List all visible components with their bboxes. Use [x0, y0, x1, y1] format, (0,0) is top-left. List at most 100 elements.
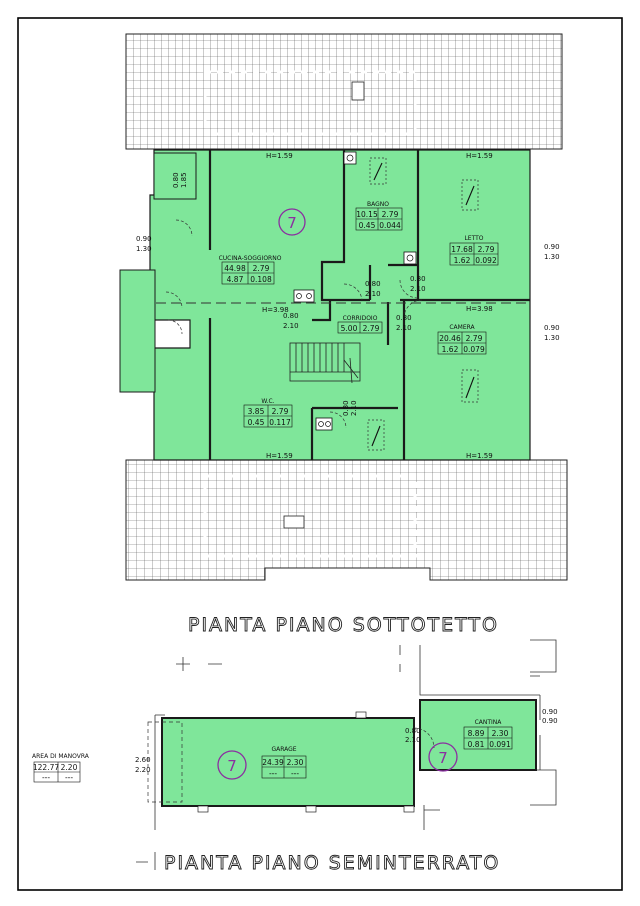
svg-text:---: --- [65, 773, 73, 782]
garage-door-dash [147, 721, 183, 803]
svg-text:BAGNO: BAGNO [367, 201, 389, 208]
svg-text:GARAGE: GARAGE [271, 746, 296, 753]
window-letto-bot: 1.30 [544, 253, 560, 261]
svg-text:122.77: 122.77 [33, 763, 59, 772]
svg-text:W.C.: W.C. [261, 398, 274, 405]
svg-text:7: 7 [227, 757, 237, 775]
room-label-bagno: BAGNO 10.15 2.79 0.45 0.044 [355, 201, 403, 231]
window-letto-top: 0.90 [544, 243, 560, 251]
room-label-corridoio: CORRIDOIO 5.00 2.79 [337, 315, 383, 334]
small-terrace [153, 152, 197, 200]
cantina-window-bot: 0.90 [542, 717, 558, 725]
svg-text:LETTO: LETTO [464, 235, 483, 242]
skylight-camera-icon [461, 369, 479, 403]
svg-text:4.87: 4.87 [227, 275, 244, 284]
svg-text:---: --- [291, 769, 299, 778]
zone-marker-cantina: 7 [428, 742, 458, 772]
svg-text:24.39: 24.39 [262, 758, 284, 767]
chimney-bottom [283, 515, 305, 529]
svg-text:---: --- [269, 769, 277, 778]
door-bagno-bot: 2.10 [365, 290, 381, 298]
svg-text:1.62: 1.62 [454, 256, 471, 265]
height-top-left: H=1.59 [266, 152, 293, 160]
svg-text:20.46: 20.46 [439, 334, 461, 343]
svg-text:0.079: 0.079 [463, 345, 485, 354]
title-lower-floor: PIANTA PIANO SEMINTERRATO [164, 852, 500, 874]
kitchen-stove-icon [293, 289, 315, 303]
upper-floor-area [149, 149, 531, 461]
svg-text:7: 7 [438, 749, 448, 767]
svg-text:0.45: 0.45 [359, 221, 376, 230]
room-label-letto: LETTO 17.68 2.79 1.62 0.092 [449, 235, 499, 266]
chimney-top [351, 81, 365, 101]
roof-top [125, 33, 563, 150]
roof-top-outline-dash [203, 70, 417, 136]
cantina-door-swing [413, 727, 435, 749]
roof-bottom [125, 459, 568, 581]
height-top-right: H=1.59 [466, 152, 493, 160]
door-cucina-top: 0.80 [283, 312, 299, 320]
svg-text:0.108: 0.108 [250, 275, 272, 284]
vent-grilles [197, 711, 415, 813]
room-label-cucina: CUCINA-SOGGIORNO 44.98 2.79 4.87 0.108 [219, 255, 282, 285]
svg-text:2.30: 2.30 [492, 729, 509, 738]
svg-text:10.15: 10.15 [356, 210, 378, 219]
svg-text:7: 7 [287, 214, 297, 232]
svg-text:2.79: 2.79 [363, 324, 380, 333]
room-label-cantina: CANTINA 8.89 2.30 0.81 0.091 [463, 719, 513, 750]
svg-text:17.68: 17.68 [451, 245, 473, 254]
svg-text:0.45: 0.45 [248, 418, 265, 427]
skylight-wc-icon [367, 419, 385, 451]
zone-marker-upper: 7 [278, 208, 306, 236]
svg-text:5.00: 5.00 [341, 324, 358, 333]
area-manovra-label: AREA DI MANOVRA 122.77 2.20 --- --- [32, 753, 90, 783]
cantina-door-top: 0.80 [405, 727, 421, 735]
door-letto-bot: 2.10 [410, 285, 426, 293]
door-bagno-top: 0.80 [365, 280, 381, 288]
svg-text:2.79: 2.79 [478, 245, 495, 254]
svg-text:0.044: 0.044 [379, 221, 401, 230]
door-corridoio-top: 0.80 [396, 314, 412, 322]
svg-text:0.091: 0.091 [489, 740, 511, 749]
room-label-camera: CAMERA 20.46 2.79 1.62 0.079 [437, 324, 487, 355]
svg-text:0.81: 0.81 [468, 740, 485, 749]
garage-door-top: 2.60 [135, 756, 151, 764]
svg-text:CANTINA: CANTINA [475, 719, 503, 726]
sheet-frame [17, 17, 623, 891]
svg-text:2.79: 2.79 [272, 407, 289, 416]
window-left2-top: 0.90 [136, 235, 152, 243]
title-upper-floor: PIANTA PIANO SOTTOTETTO [188, 614, 499, 636]
window-camera-top: 0.90 [544, 324, 560, 332]
door-cucina-bot: 2.10 [283, 322, 299, 330]
svg-text:0.117: 0.117 [269, 418, 291, 427]
svg-text:1.62: 1.62 [442, 345, 459, 354]
skylight-letto-icon [461, 179, 479, 211]
staircase [289, 342, 361, 384]
svg-text:AREA DI MANOVRA: AREA DI MANOVRA [32, 753, 90, 760]
room-label-garage: GARAGE 24.39 2.30 --- --- [261, 746, 307, 779]
svg-text:2.79: 2.79 [466, 334, 483, 343]
letto-fixture-icon [403, 251, 417, 265]
garage-area [161, 717, 415, 807]
svg-text:2.20: 2.20 [61, 763, 78, 772]
svg-text:CORRIDOIO: CORRIDOIO [343, 315, 378, 322]
svg-text:CUCINA-SOGGIORNO: CUCINA-SOGGIORNO [219, 255, 282, 262]
cantina-window-top: 0.90 [542, 708, 558, 716]
svg-text:8.89: 8.89 [468, 729, 485, 738]
height-mid-left: H=3.98 [262, 306, 289, 314]
height-mid-right: H=3.98 [466, 305, 493, 313]
door-wc-top: 0.80 [342, 400, 350, 416]
svg-text:2.30: 2.30 [287, 758, 304, 767]
svg-text:0.092: 0.092 [475, 256, 497, 265]
height-bot-left: H=1.59 [266, 452, 293, 460]
svg-text:2.79: 2.79 [253, 264, 270, 273]
skylight-bagno-icon [369, 157, 387, 185]
window-left-top: 0.80 [172, 172, 180, 188]
door-corridoio-bot: 2.10 [396, 324, 412, 332]
lower-floor-guides [136, 639, 557, 870]
cantina-door-bot: 2.10 [405, 736, 421, 744]
wc-fixture-icon [315, 417, 333, 431]
svg-text:3.85: 3.85 [248, 407, 265, 416]
window-camera-bot: 1.30 [544, 334, 560, 342]
